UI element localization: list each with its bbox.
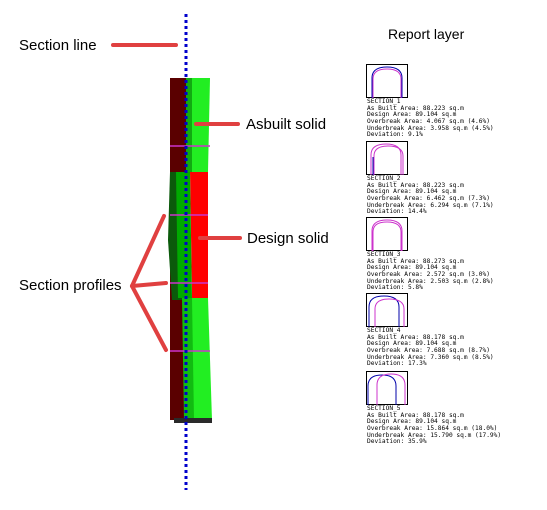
section-4-name: SECTION_4 bbox=[367, 327, 401, 334]
section-2-line-5: Deviation: 14.4% bbox=[367, 208, 427, 216]
section-3-name: SECTION_3 bbox=[367, 251, 401, 258]
asbuilt-solid-label: Asbuilt solid bbox=[246, 116, 327, 133]
section-4-line-1: As Built Area: 88.178 sq.m bbox=[367, 333, 464, 341]
design-solid-label: Design solid bbox=[247, 230, 329, 247]
section-line-label: Section line bbox=[19, 37, 97, 54]
section-2-text: SECTION_2 As Built Area: 88.223 sq.m Des… bbox=[367, 175, 494, 216]
section-1-name: SECTION_1 bbox=[367, 98, 401, 105]
section-profile-marks bbox=[170, 145, 210, 352]
section-2-line-3: Overbreak Area: 6.462 sq.m (7.3%) bbox=[367, 195, 490, 203]
asbuilt-solid-middle-left bbox=[176, 172, 192, 298]
section-5-line-5: Deviation: 35.9% bbox=[367, 438, 427, 446]
section-2-name: SECTION_2 bbox=[367, 175, 401, 182]
report-layer-title: Report layer bbox=[388, 26, 465, 42]
profile-callout-1 bbox=[130, 214, 166, 288]
section-4-line-5: Deviation: 17.3% bbox=[367, 360, 427, 368]
section-1-profile-thumbnail bbox=[366, 64, 408, 98]
section-1-line-2: Design Area: 89.104 sq.m bbox=[367, 111, 457, 119]
section-3-line-2: Design Area: 89.104 sq.m bbox=[367, 264, 457, 272]
section-1-line-1: As Built Area: 88.223 sq.m bbox=[367, 104, 464, 112]
section-3-line-1: As Built Area: 88.273 sq.m bbox=[367, 257, 464, 265]
section-1-line-3: Overbreak Area: 4.067 sq.m (4.6%) bbox=[367, 118, 490, 126]
section-3-line-4: Underbreak Area: 2.503 sq.m (2.8%) bbox=[367, 277, 494, 285]
callout-lines bbox=[111, 43, 242, 352]
section-5-line-4: Underbreak Area: 15.790 sq.m (17.9%) bbox=[367, 431, 502, 439]
asbuilt-solid-lower-shade bbox=[182, 298, 194, 420]
section-5-name: SECTION_5 bbox=[367, 405, 401, 412]
solid-bottom-cap bbox=[174, 418, 212, 423]
section-4-line-2: Design Area: 89.104 sq.m bbox=[367, 340, 457, 348]
section-1-text: SECTION_1 As Built Area: 88.223 sq.m Des… bbox=[367, 98, 494, 139]
section-5-line-1: As Built Area: 88.178 sq.m bbox=[367, 411, 464, 419]
section-5-profile-thumbnail bbox=[366, 371, 408, 405]
section-4-line-3: Overbreak Area: 7.688 sq.m (8.7%) bbox=[367, 347, 490, 355]
section-4-profile-thumbnail bbox=[366, 293, 408, 327]
section-3-text: SECTION_3 As Built Area: 88.273 sq.m Des… bbox=[367, 251, 494, 292]
section-2-line-2: Design Area: 89.104 sq.m bbox=[367, 188, 457, 196]
section-2-line-1: As Built Area: 88.223 sq.m bbox=[367, 181, 464, 189]
section-2-line-4: Underbreak Area: 6.294 sq.m (7.1%) bbox=[367, 201, 494, 209]
section-3-line-5: Deviation: 5.8% bbox=[367, 284, 423, 292]
section-3-line-3: Overbreak Area: 2.572 sq.m (3.0%) bbox=[367, 271, 490, 279]
section-5-line-3: Overbreak Area: 15.864 sq.m (18.0%) bbox=[367, 425, 498, 433]
profile-callout-2 bbox=[130, 281, 168, 288]
section-profiles-label: Section profiles bbox=[19, 277, 122, 294]
section-4-text: SECTION_4 As Built Area: 88.178 sq.m Des… bbox=[367, 327, 494, 368]
section-3-profile-thumbnail bbox=[366, 217, 408, 251]
profile-callout-3 bbox=[130, 284, 168, 352]
design-solid-middle bbox=[190, 172, 208, 298]
section-1-line-4: Underbreak Area: 3.958 sq.m (4.5%) bbox=[367, 124, 494, 132]
section-2-profile-thumbnail bbox=[366, 141, 408, 175]
section-1-line-5: Deviation: 9.1% bbox=[367, 131, 423, 139]
section-5-text: SECTION_5 As Built Area: 88.178 sq.m Des… bbox=[367, 405, 502, 446]
section-5-line-2: Design Area: 89.104 sq.m bbox=[367, 418, 457, 426]
section-4-line-4: Underbreak Area: 7.360 sq.m (8.5%) bbox=[367, 353, 494, 361]
